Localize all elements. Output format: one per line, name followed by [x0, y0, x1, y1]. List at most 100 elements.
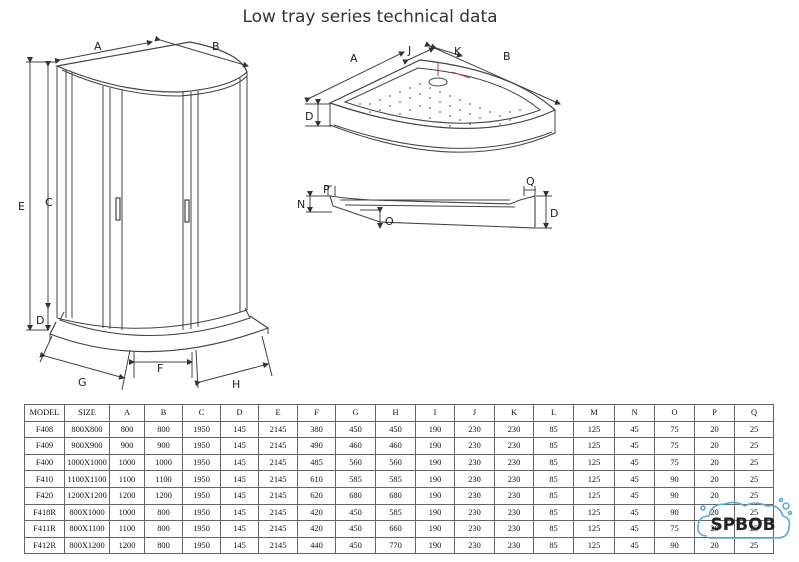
column-header: H: [375, 404, 416, 422]
table-cell: 1200X1200: [64, 486, 110, 505]
column-header: C: [182, 404, 221, 422]
table-cell: 485: [297, 453, 336, 472]
table-cell: 230: [494, 420, 534, 439]
table-cell: 460: [335, 437, 376, 455]
column-header: J: [454, 404, 495, 422]
table-cell: 90: [654, 503, 695, 522]
table-cell: 450: [335, 420, 376, 439]
table-cell: 125: [573, 437, 615, 455]
column-header: A: [109, 404, 145, 422]
table-cell: 85: [533, 503, 574, 522]
table-cell: 190: [415, 437, 455, 455]
table-cell: 145: [220, 420, 259, 439]
table-cell: 800X1200: [64, 536, 110, 555]
table-cell: 25: [734, 437, 774, 455]
column-header: D: [220, 404, 259, 422]
table-cell: 190: [415, 520, 455, 538]
table-cell: 145: [220, 503, 259, 522]
enclosure-label-f: F: [157, 362, 163, 375]
enclosure-label-c: C: [45, 196, 53, 209]
tray-dot-pattern: [359, 83, 521, 127]
table-cell: 45: [614, 437, 655, 455]
column-header: E: [258, 404, 298, 422]
table-cell: 1950: [182, 437, 221, 455]
table-cell: 85: [533, 486, 574, 505]
table-cell: 85: [533, 420, 574, 439]
table-cell: 1950: [182, 536, 221, 555]
table-cell: F412R: [24, 536, 65, 555]
table-cell: 125: [573, 520, 615, 538]
table-cell: 450: [335, 520, 376, 538]
tray-label-b: B: [503, 50, 511, 63]
table-cell: 125: [573, 420, 615, 439]
table-cell: 610: [297, 470, 336, 488]
tray-label-d: D: [305, 110, 313, 123]
column-header: B: [144, 404, 183, 422]
tray-label-a: A: [350, 52, 358, 65]
column-header: K: [494, 404, 534, 422]
table-cell: 75: [654, 520, 695, 538]
table-cell: 20: [694, 437, 735, 455]
table-cell: 1100X1100: [64, 470, 110, 488]
table-cell: F408: [24, 420, 65, 439]
table-cell: 45: [614, 470, 655, 488]
table-cell: 190: [415, 470, 455, 488]
table-cell: 1950: [182, 520, 221, 538]
shower-enclosure-drawing: [26, 35, 273, 391]
table-cell: 1200: [109, 536, 145, 555]
table-cell: 1950: [182, 470, 221, 488]
section-label-o: O: [385, 215, 394, 228]
table-cell: 380: [297, 420, 336, 439]
section-label-n: N: [297, 198, 305, 211]
table-cell: 230: [454, 536, 495, 555]
table-cell: F410: [24, 470, 65, 488]
table-cell: 25: [734, 420, 774, 439]
table-cell: 85: [533, 453, 574, 472]
table-cell: 90: [654, 536, 695, 555]
table-cell: 2145: [258, 486, 298, 505]
table-cell: 800: [144, 536, 183, 555]
table-cell: 900: [144, 437, 183, 455]
table-cell: 75: [654, 420, 695, 439]
table-cell: 20: [694, 470, 735, 488]
table-cell: 680: [375, 486, 416, 505]
table-cell: 450: [375, 420, 416, 439]
table-cell: 1100: [109, 470, 145, 488]
table-cell: 1100: [144, 470, 183, 488]
tray-label-k: K: [454, 45, 462, 58]
table-cell: 680: [335, 486, 376, 505]
table-cell: 420: [297, 520, 336, 538]
table-cell: 45: [614, 536, 655, 555]
table-cell: 230: [494, 536, 534, 555]
table-cell: 145: [220, 536, 259, 555]
table-cell: 770: [375, 536, 416, 555]
table-cell: 145: [220, 470, 259, 488]
table-cell: 1000: [109, 453, 145, 472]
table-cell: 800X1000: [64, 503, 110, 522]
table-cell: 145: [220, 486, 259, 505]
table-cell: 125: [573, 503, 615, 522]
tray-section-drawing: [306, 185, 552, 229]
enclosure-label-e: E: [18, 200, 25, 213]
table-cell: 1950: [182, 503, 221, 522]
tray-perspective-drawing: [304, 41, 561, 153]
table-cell: 560: [375, 453, 416, 472]
table-cell: 440: [297, 536, 336, 555]
column-header: O: [654, 404, 695, 422]
column-header: G: [335, 404, 376, 422]
table-cell: 190: [415, 453, 455, 472]
table-cell: 585: [335, 470, 376, 488]
table-cell: 1950: [182, 420, 221, 439]
table-cell: 800: [144, 503, 183, 522]
table-cell: 585: [375, 503, 416, 522]
table-cell: 230: [494, 503, 534, 522]
table-cell: 230: [454, 503, 495, 522]
table-cell: 230: [494, 470, 534, 488]
table-cell: 85: [533, 470, 574, 488]
table-cell: 190: [415, 486, 455, 505]
spbob-logo: SPBOB: [697, 497, 793, 539]
